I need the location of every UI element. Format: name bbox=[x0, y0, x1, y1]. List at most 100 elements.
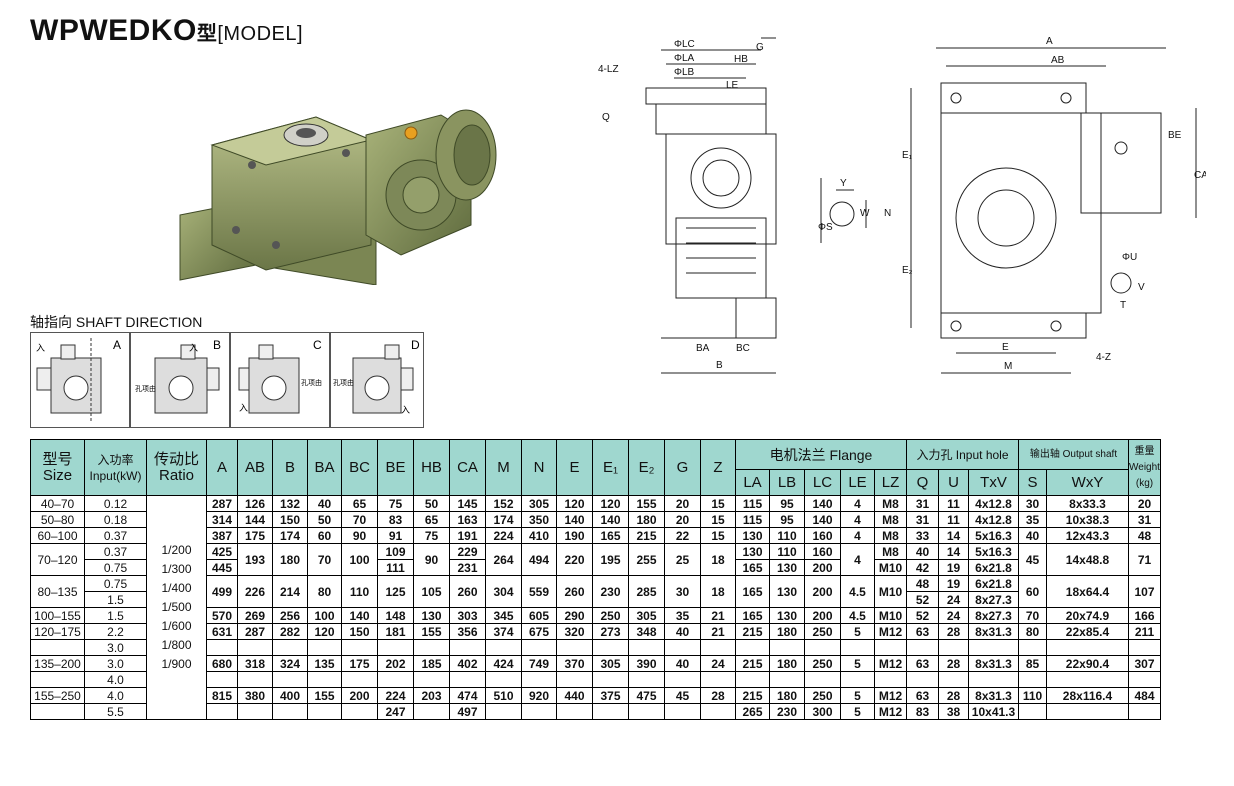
value-cell: 65 bbox=[341, 495, 378, 512]
value-cell: 180 bbox=[628, 511, 665, 528]
value-cell: 38 bbox=[938, 703, 969, 720]
value-cell: 130 bbox=[735, 543, 770, 560]
value-cell: 105 bbox=[413, 575, 450, 608]
value-cell: 20 bbox=[1128, 495, 1161, 512]
value-cell: 107 bbox=[1128, 575, 1161, 608]
value-cell: 111 bbox=[377, 559, 414, 576]
svg-text:B: B bbox=[213, 338, 221, 352]
value-cell: 370 bbox=[556, 655, 593, 672]
value-cell: 631 bbox=[206, 623, 238, 640]
value-cell: 115 bbox=[735, 511, 770, 528]
value-cell: 75 bbox=[413, 527, 450, 544]
front-view-drawing: A AB BE CA E₁ E₂ ΦU V T E M 4-Z bbox=[902, 36, 1206, 374]
value-cell: 15 bbox=[700, 495, 736, 512]
value-cell bbox=[1046, 703, 1129, 720]
value-cell: 264 bbox=[485, 543, 522, 576]
value-cell: 224 bbox=[377, 687, 414, 704]
value-cell: 231 bbox=[449, 559, 486, 576]
value-cell bbox=[769, 671, 805, 688]
value-cell: 120 bbox=[556, 495, 593, 512]
value-cell: M8 bbox=[874, 543, 907, 560]
value-cell: 24 bbox=[938, 591, 969, 608]
value-cell: 100 bbox=[341, 543, 378, 576]
value-cell: 85 bbox=[1018, 655, 1047, 672]
value-cell bbox=[206, 671, 238, 688]
value-cell: 35 bbox=[1018, 511, 1047, 528]
svg-text:BA: BA bbox=[696, 343, 710, 354]
value-cell: 31 bbox=[906, 511, 939, 528]
value-cell: 510 bbox=[485, 687, 522, 704]
view-label-a: A bbox=[113, 338, 121, 352]
size-cell: 50–80 bbox=[30, 511, 85, 528]
value-cell: 28 bbox=[938, 655, 969, 672]
value-cell bbox=[628, 671, 665, 688]
value-cell: 200 bbox=[341, 687, 378, 704]
value-cell bbox=[237, 671, 273, 688]
value-cell: 115 bbox=[735, 495, 770, 512]
value-cell: 45 bbox=[664, 687, 701, 704]
value-cell: 126 bbox=[237, 495, 273, 512]
col-dim: BE bbox=[377, 439, 414, 496]
value-cell: 175 bbox=[341, 655, 378, 672]
value-cell: 22 bbox=[664, 527, 701, 544]
value-cell: 110 bbox=[1018, 687, 1047, 704]
value-cell: 494 bbox=[521, 543, 557, 576]
value-cell bbox=[521, 671, 557, 688]
value-cell: 52 bbox=[906, 607, 939, 624]
value-cell: 215 bbox=[735, 687, 770, 704]
value-cell: 31 bbox=[1128, 511, 1161, 528]
value-cell: 250 bbox=[804, 655, 841, 672]
value-cell: 28 bbox=[700, 687, 736, 704]
value-cell: 424 bbox=[485, 655, 522, 672]
value-cell: 12x43.3 bbox=[1046, 527, 1129, 544]
col-dim: M bbox=[485, 439, 522, 496]
value-cell: 24 bbox=[700, 655, 736, 672]
value-cell: 174 bbox=[485, 511, 522, 528]
value-cell: 400 bbox=[272, 687, 308, 704]
value-cell: 130 bbox=[413, 607, 450, 624]
size-cell: 155–250 bbox=[30, 687, 85, 704]
shaft-view-b: 入 B 孔项由 bbox=[130, 332, 230, 428]
value-cell bbox=[1046, 639, 1129, 656]
value-cell: 18 bbox=[700, 543, 736, 576]
shaft-view-d: 入 D 孔项由 bbox=[330, 332, 424, 428]
value-cell: 63 bbox=[906, 623, 939, 640]
value-cell bbox=[556, 703, 593, 720]
value-cell: 185 bbox=[413, 655, 450, 672]
value-cell: 18 bbox=[700, 575, 736, 608]
value-cell: 224 bbox=[485, 527, 522, 544]
value-cell: 71 bbox=[1128, 543, 1161, 576]
value-cell: 247 bbox=[377, 703, 414, 720]
value-cell: 229 bbox=[449, 543, 486, 560]
value-cell: 5 bbox=[840, 687, 875, 704]
svg-text:HB: HB bbox=[734, 54, 748, 65]
value-cell bbox=[485, 639, 522, 656]
value-cell: 203 bbox=[413, 687, 450, 704]
value-cell: 140 bbox=[592, 511, 629, 528]
value-cell bbox=[341, 703, 378, 720]
ratio-value: 1/300 bbox=[161, 562, 192, 576]
col-group-output-shaft: 输出轴 Output shaft bbox=[1018, 439, 1129, 470]
value-cell: 6x21.8 bbox=[968, 559, 1019, 576]
value-cell: 375 bbox=[592, 687, 629, 704]
size-cell: 40–70 bbox=[30, 495, 85, 512]
value-cell: 374 bbox=[485, 623, 522, 640]
power-cell: 1.5 bbox=[84, 591, 147, 608]
value-cell: 150 bbox=[341, 623, 378, 640]
value-cell bbox=[700, 639, 736, 656]
value-cell: 260 bbox=[556, 575, 593, 608]
model-en: [MODEL] bbox=[217, 23, 304, 45]
value-cell: 8x31.3 bbox=[968, 687, 1019, 704]
value-cell: 70 bbox=[1018, 607, 1047, 624]
value-cell: 14 bbox=[938, 543, 969, 560]
value-cell: 215 bbox=[735, 655, 770, 672]
value-cell: 91 bbox=[377, 527, 414, 544]
value-cell: 11 bbox=[938, 511, 969, 528]
value-cell bbox=[556, 639, 593, 656]
col-dim: BC bbox=[341, 439, 378, 496]
